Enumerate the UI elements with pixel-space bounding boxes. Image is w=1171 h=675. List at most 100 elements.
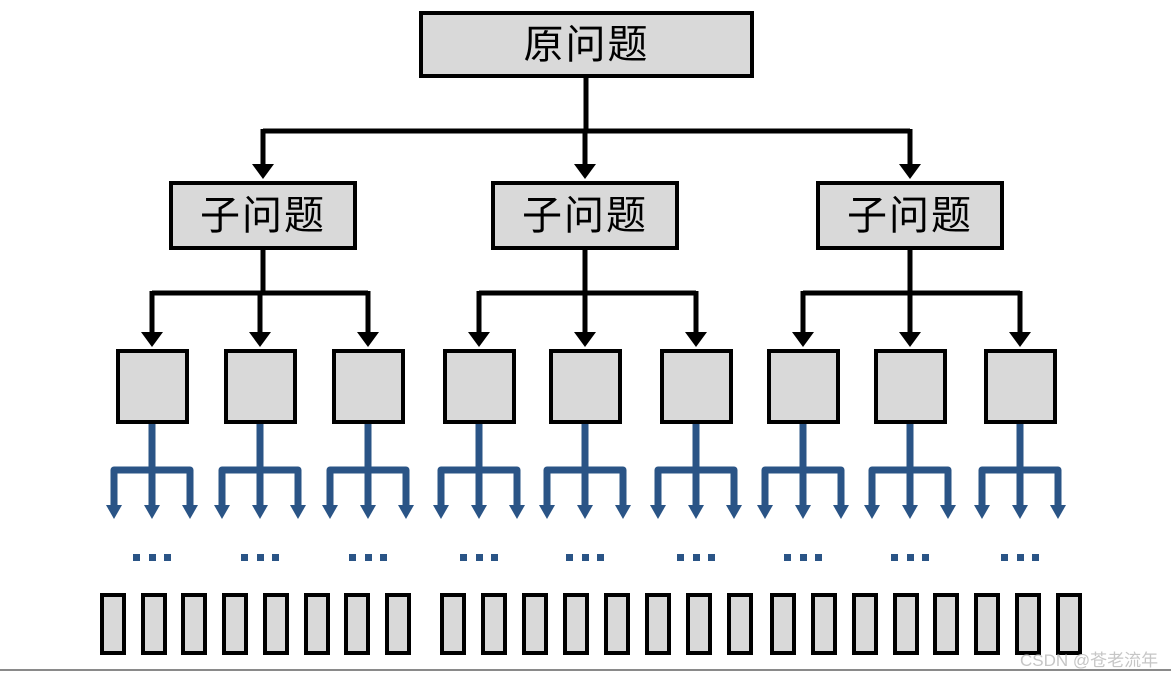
fanout-head-8-1 [1012, 505, 1028, 519]
ellipsis-dot [364, 554, 372, 561]
leaf-box-0-7 [385, 593, 411, 655]
level1-arrow-0-head [252, 164, 274, 179]
block-box-6 [766, 349, 840, 424]
fanout-head-8-2 [1050, 505, 1066, 519]
ellipsis-dot [677, 554, 684, 561]
fanout-head-3-0 [433, 505, 449, 519]
fanout-head-3-2 [509, 505, 525, 519]
level2-arrow-2-0-head [792, 332, 814, 347]
ellipsis-dot [1016, 554, 1024, 561]
fanout-head-7-0 [864, 505, 880, 519]
fanout-head-0-0 [106, 505, 122, 519]
leaf-box-1-4 [604, 593, 630, 655]
level2-arrow-1-1-head [574, 332, 596, 347]
leaf-box-0-1 [141, 593, 167, 655]
subproblem-label: 子问题 [200, 193, 326, 238]
subproblem-label: 子问题 [522, 193, 648, 238]
ellipsis-dot [241, 554, 248, 561]
fanout-head-5-1 [688, 505, 704, 519]
leaf-box-2-1 [811, 593, 837, 655]
fanout-head-5-0 [650, 505, 666, 519]
watermark: CSDN @苍老流年 [1020, 651, 1159, 670]
ellipsis-dot [272, 554, 279, 561]
fanout-head-6-0 [757, 505, 773, 519]
ellipsis-dot [922, 554, 929, 561]
ellipsis-dot [597, 554, 604, 561]
block-box-2 [331, 349, 405, 424]
fanout-head-0-1 [144, 505, 160, 519]
ellipsis-dot [799, 554, 807, 561]
level2-arrow-0-0-head [141, 332, 163, 347]
ellipsis-dot [784, 554, 791, 561]
fanout-head-1-0 [214, 505, 230, 519]
level2-arrow-1-2-head [685, 332, 707, 347]
level2-arrow-2-2-head [1009, 332, 1031, 347]
leaf-box-0-2 [181, 593, 207, 655]
ellipsis-dot [906, 554, 914, 561]
ellipsis-dot [692, 554, 700, 561]
leaf-box-2-6 [1015, 593, 1041, 655]
subproblem-box-0: 子问题 [169, 181, 357, 250]
bottom-divider [0, 669, 1171, 671]
ellipsis-dot [475, 554, 483, 561]
block-box-1 [223, 349, 297, 424]
subproblem-box-1: 子问题 [491, 181, 679, 250]
leaf-box-1-3 [563, 593, 589, 655]
level1-arrow-1-head [574, 164, 596, 179]
block-box-0 [115, 349, 189, 424]
fanout-head-0-2 [182, 505, 198, 519]
leaf-box-2-4 [933, 593, 959, 655]
fanout-head-8-0 [974, 505, 990, 519]
ellipsis-dot [708, 554, 715, 561]
fanout-head-4-2 [615, 505, 631, 519]
ellipsis-dot [148, 554, 156, 561]
level2-arrow-0-2-head [357, 332, 379, 347]
fanout-head-6-2 [833, 505, 849, 519]
subproblem-label: 子问题 [847, 193, 973, 238]
fanout-head-2-1 [360, 505, 376, 519]
ellipsis-dot [1032, 554, 1039, 561]
ellipsis-dot [581, 554, 589, 561]
subproblem-box-2: 子问题 [816, 181, 1004, 250]
leaf-box-2-0 [770, 593, 796, 655]
root-problem-label: 原问题 [523, 22, 650, 67]
ellipsis-dot [891, 554, 898, 561]
level2-arrow-0-1-head [249, 332, 271, 347]
leaf-box-2-5 [974, 593, 1000, 655]
ellipsis-dot [133, 554, 140, 561]
leaf-box-1-0 [440, 593, 466, 655]
fanout-head-5-2 [726, 505, 742, 519]
leaf-box-0-0 [100, 593, 126, 655]
leaf-box-2-7 [1056, 593, 1082, 655]
ellipsis-dot [1001, 554, 1008, 561]
leaf-box-0-4 [263, 593, 289, 655]
leaf-box-1-5 [645, 593, 671, 655]
ellipsis-2 [349, 554, 387, 561]
fanout-head-1-1 [252, 505, 268, 519]
ellipsis-dot [164, 554, 171, 561]
fanout-head-6-1 [795, 505, 811, 519]
ellipsis-dot [491, 554, 498, 561]
block-box-4 [548, 349, 622, 424]
fanout-head-7-1 [902, 505, 918, 519]
fanout-head-2-0 [322, 505, 338, 519]
ellipsis-dot [566, 554, 573, 561]
level1-arrow-2-head [899, 164, 921, 179]
fanout-head-1-2 [290, 505, 306, 519]
ellipsis-8 [1001, 554, 1039, 561]
leaf-box-0-3 [222, 593, 248, 655]
leaf-box-0-6 [344, 593, 370, 655]
ellipsis-3 [460, 554, 498, 561]
leaf-box-2-3 [893, 593, 919, 655]
level2-arrow-2-1-head [899, 332, 921, 347]
block-box-5 [659, 349, 733, 424]
block-box-7 [873, 349, 947, 424]
fanout-head-4-0 [539, 505, 555, 519]
leaf-box-1-7 [727, 593, 753, 655]
leaf-box-0-5 [304, 593, 330, 655]
leaf-box-1-6 [686, 593, 712, 655]
fanout-head-2-2 [398, 505, 414, 519]
ellipsis-dot [256, 554, 264, 561]
